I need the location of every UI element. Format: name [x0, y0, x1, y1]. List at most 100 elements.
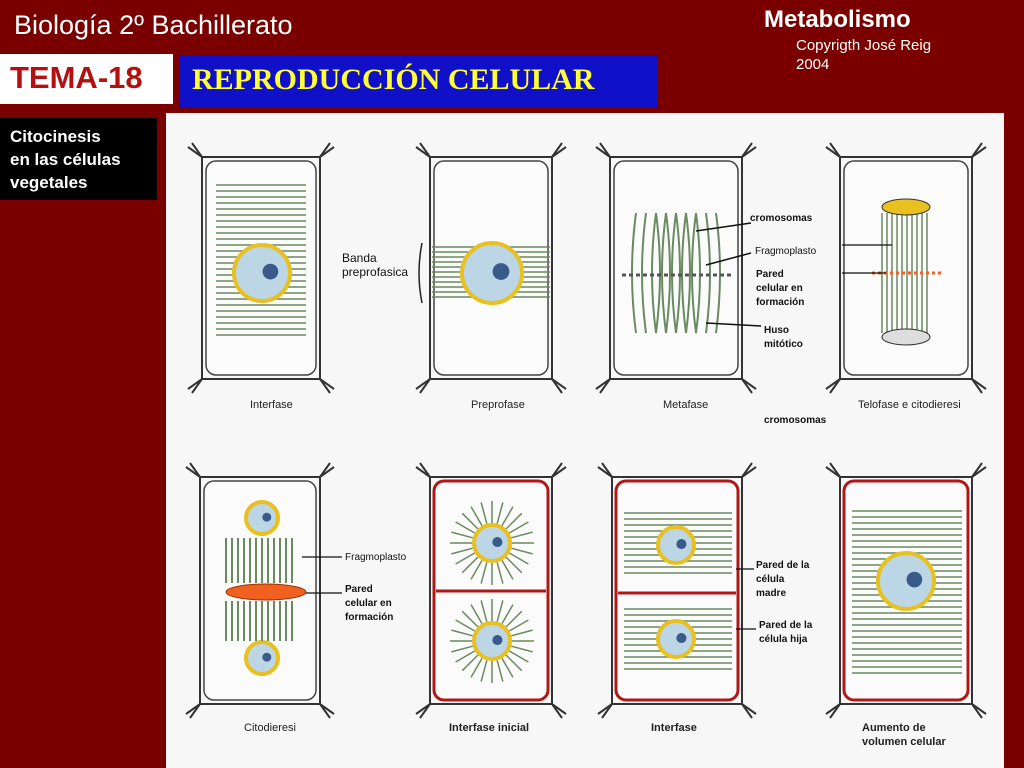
- radial-microtubule: [470, 559, 483, 580]
- cell-aumento-nucleus: [876, 551, 936, 611]
- radial-microtubule: [461, 610, 479, 628]
- radial-microtubule: [480, 660, 488, 682]
- cell-interfase-bottom-bottom-nucleus: [656, 619, 696, 659]
- label-huso: Huso mitótico: [764, 324, 803, 352]
- cell-interfase-bottom-wall: [597, 462, 757, 719]
- radial-microtubule: [470, 657, 483, 678]
- radial-microtubule: [511, 531, 533, 539]
- radial-microtubule: [508, 650, 529, 663]
- telophase-nucleus-bottom: [881, 328, 931, 346]
- label-pared-hija: Pared de la célula hija: [759, 619, 812, 647]
- label-pared-hija-line-2: célula hija: [759, 634, 808, 645]
- spindle-fiber: [671, 212, 677, 334]
- radial-microtubule: [451, 645, 473, 653]
- spindle-fiber: [651, 212, 657, 334]
- label-pared-top-line-2: celular en: [756, 283, 803, 294]
- spindle-fiber: [665, 212, 671, 334]
- copyright-line-1: Copyrigth José Reig: [796, 37, 932, 54]
- radial-microtubule: [461, 654, 479, 672]
- sidebar-label-line-2: en las células: [10, 150, 121, 169]
- label-huso-line-1: Huso: [764, 325, 789, 336]
- cytokinesis-figure: Banda preprofasica cromosomas Fragmoplas…: [166, 113, 1004, 768]
- caption-interfase-top: Interfase: [250, 399, 293, 411]
- radial-microtubule: [470, 506, 483, 527]
- cell-interfase-nucleus: [232, 243, 292, 303]
- caption-preprofase: Preprofase: [471, 399, 525, 411]
- spindle-fiber: [691, 212, 697, 334]
- cell-drawings: [185, 142, 987, 719]
- label-pared-top-line-3: formación: [756, 297, 805, 308]
- spindle-fiber: [685, 212, 691, 334]
- cell-interfase-inicial-0-nucleus: [472, 523, 512, 563]
- banda-bracket: [418, 242, 423, 304]
- subtitle-label: REPRODUCCIÓN CELULAR: [192, 63, 595, 96]
- label-pared-bottom-line-3: formación: [345, 612, 394, 623]
- radial-microtubule: [501, 657, 514, 678]
- radial-microtubule: [508, 521, 529, 534]
- radial-microtubule: [501, 506, 514, 527]
- cell-interfase-inicial-1-nucleolus: [492, 635, 503, 646]
- caption-interfase-bottom: Interfase: [651, 722, 697, 734]
- cell-citodieresi-bottom-nucleolus: [262, 652, 272, 662]
- label-huso-line-2: mitótico: [764, 339, 803, 350]
- telophase-nucleus-top: [881, 198, 931, 216]
- radial-microtubule: [501, 559, 514, 580]
- cell-interfase-bottom-bottom-nucleolus: [676, 633, 687, 644]
- cell-interfase-bottom-top-nucleus: [656, 525, 696, 565]
- cell-interfase-inicial-0-nucleolus: [492, 537, 503, 548]
- label-cromosomas-bottom: cromosomas: [764, 415, 827, 426]
- sidebar-label-line-3: vegetales: [10, 173, 88, 192]
- radial-microtubule: [455, 521, 476, 534]
- cell-preprofase-nucleolus: [492, 263, 510, 280]
- label-fragmoplasto-bottom: Fragmoplasto: [345, 552, 407, 563]
- copyright: Copyrigth José Reig 2004: [796, 36, 996, 74]
- label-banda-line-2: preprofasica: [342, 265, 409, 279]
- radial-microtubule: [480, 600, 488, 622]
- cell-plate: [225, 583, 307, 601]
- cell-interfase-wall: [187, 142, 335, 394]
- radial-microtubule: [451, 629, 473, 637]
- cell-aumento-wall: [825, 462, 987, 719]
- radial-microtubule: [480, 562, 488, 584]
- radial-microtubule: [455, 552, 476, 565]
- topic-title: Metabolismo: [764, 6, 911, 33]
- course-title: Biología 2º Bachillerato: [14, 10, 293, 40]
- label-fragmoplasto-top: Fragmoplasto: [755, 246, 817, 257]
- spindle-fiber: [641, 212, 647, 334]
- radial-microtubule: [505, 610, 523, 628]
- cell-citodieresi-bottom-nucleus: [244, 640, 280, 676]
- label-pared-bottom-line-1: Pared: [345, 584, 373, 595]
- caption-metafase: Metafase: [663, 399, 709, 411]
- caption-interfase-inicial: Interfase inicial: [449, 722, 530, 734]
- radial-microtubule: [511, 645, 533, 653]
- sidebar-label-box: Citocinesis en las células vegetales: [0, 118, 157, 200]
- cell-citodieresi-top-nucleus: [244, 500, 280, 536]
- cell-aumento-nucleolus: [906, 571, 923, 588]
- cell-interfase-inicial-wall: [415, 462, 567, 719]
- cell-citodieresi-top-nucleolus: [262, 512, 272, 522]
- cell-preprofase-nucleus: [460, 241, 524, 305]
- cell-telofase-membrane: [843, 160, 969, 376]
- pointer-cromosomas: [695, 222, 752, 232]
- cell-interfase-nucleolus: [262, 263, 279, 280]
- copyright-line-2: 2004: [796, 56, 830, 73]
- subtitle-box: REPRODUCCIÓN CELULAR: [180, 55, 657, 107]
- radial-microtubule: [455, 650, 476, 663]
- radial-microtubule: [505, 556, 523, 574]
- radial-microtubule: [496, 502, 504, 524]
- label-banda-line-1: Banda: [342, 251, 377, 265]
- label-pared-madre-line-1: Pared de la: [756, 560, 810, 571]
- radial-microtubule: [496, 562, 504, 584]
- radial-microtubule: [505, 512, 523, 530]
- spindle-fiber: [675, 212, 681, 334]
- label-pared-formacion-bottom: Pared celular en formación: [345, 583, 393, 625]
- radial-microtubule: [511, 629, 533, 637]
- spindle-fiber: [655, 212, 661, 334]
- radial-microtubule: [480, 502, 488, 524]
- label-pared-top-line-1: Pared: [756, 269, 784, 280]
- label-pared-bottom-line-2: celular en: [345, 598, 392, 609]
- radial-microtubule: [451, 531, 473, 539]
- cell-telofase-wall: [825, 142, 987, 394]
- radial-microtubule: [501, 604, 514, 625]
- label-banda: Banda preprofasica: [342, 251, 408, 279]
